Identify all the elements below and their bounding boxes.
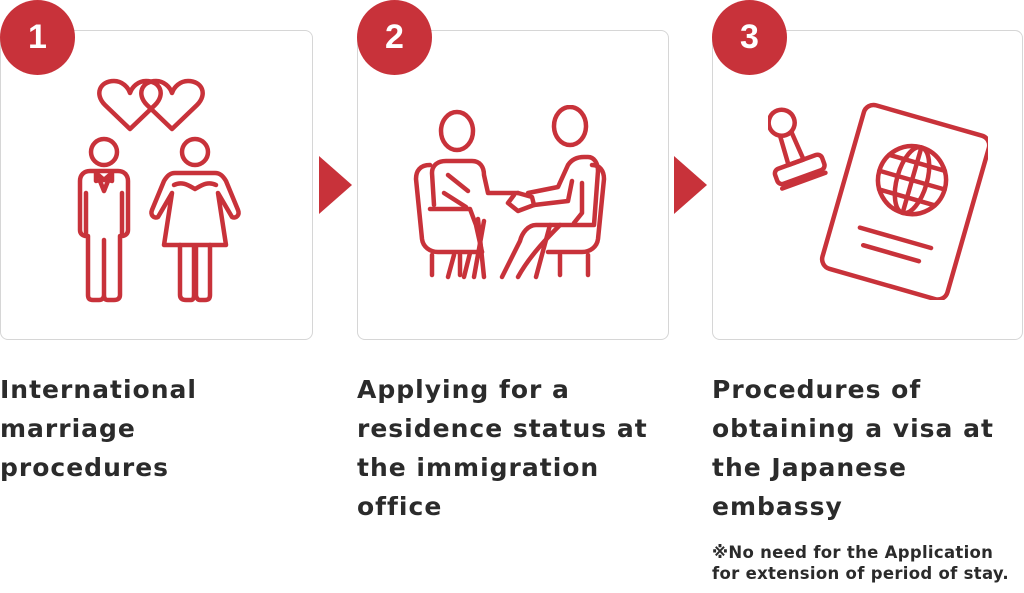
next-arrow-icon bbox=[674, 156, 707, 214]
step-3-number-badge: 3 bbox=[712, 0, 787, 75]
caption-line: the immigration bbox=[357, 453, 600, 482]
step-3-caption: Procedures of obtaining a visa at the Ja… bbox=[712, 370, 994, 526]
step-1-caption: International marriage procedures bbox=[0, 370, 197, 487]
next-arrow-icon bbox=[319, 156, 352, 214]
caption-line: procedures bbox=[0, 453, 170, 482]
footnote-line: for extension of period of stay. bbox=[712, 564, 1010, 583]
caption-line: Procedures of bbox=[712, 375, 922, 404]
step-2-card bbox=[357, 30, 669, 340]
caption-line: Applying for a bbox=[357, 375, 570, 404]
caption-line: International bbox=[0, 375, 197, 404]
footnote: ※No need for the Application for extensi… bbox=[712, 542, 1009, 584]
caption-line: office bbox=[357, 492, 443, 521]
step-2-number-badge: 2 bbox=[357, 0, 432, 75]
handshake-meeting-icon bbox=[410, 104, 610, 280]
passport-stamp-icon bbox=[766, 100, 992, 302]
caption-line: the Japanese bbox=[712, 453, 907, 482]
footnote-line: ※No need for the Application bbox=[712, 543, 994, 562]
caption-line: obtaining a visa at bbox=[712, 414, 994, 443]
caption-line: embassy bbox=[712, 492, 843, 521]
wedding-couple-icon bbox=[70, 75, 250, 305]
caption-line: marriage bbox=[0, 414, 136, 443]
step-3-card bbox=[712, 30, 1023, 340]
step-2-caption: Applying for a residence status at the i… bbox=[357, 370, 648, 526]
step-1-number-badge: 1 bbox=[0, 0, 75, 75]
caption-line: residence status at bbox=[357, 414, 648, 443]
